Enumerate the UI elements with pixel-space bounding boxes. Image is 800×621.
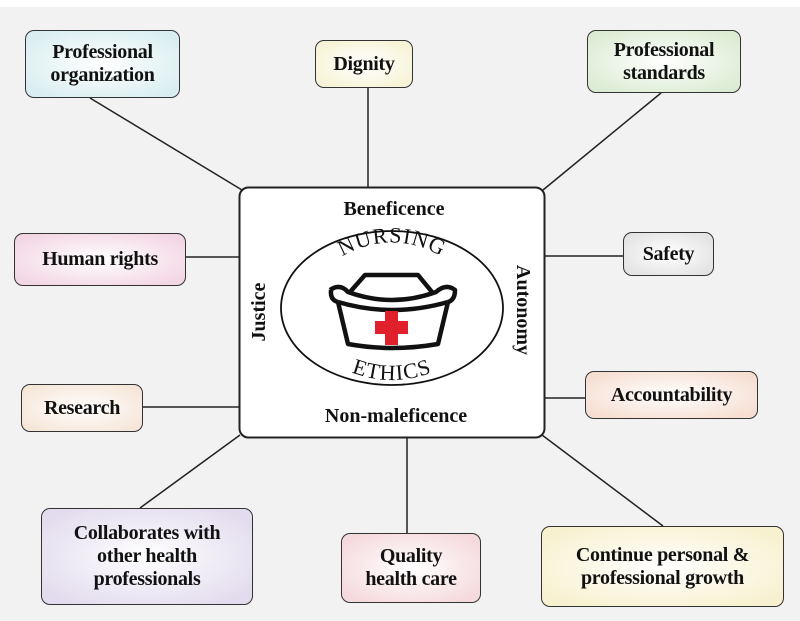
- principle-autonomy: Autonomy: [512, 265, 534, 355]
- principle-beneficence: Beneficence: [343, 198, 444, 220]
- node-label: Professional standards: [613, 38, 715, 84]
- node-collaborates: Collaborates with other health professio…: [41, 508, 253, 605]
- node-research: Research: [21, 384, 143, 432]
- node-label: Professional organization: [50, 41, 155, 86]
- node-label: Dignity: [333, 52, 395, 75]
- connector: [542, 92, 662, 191]
- connector: [541, 434, 664, 527]
- node-professional-standards: Professional standards: [587, 30, 741, 93]
- principle-justice: Justice: [248, 282, 270, 341]
- node-quality-health-care: Quality health care: [341, 533, 481, 603]
- connector: [89, 97, 243, 191]
- node-professional-organization: Professional organization: [25, 30, 180, 98]
- node-human-rights: Human rights: [14, 233, 186, 286]
- node-label: Accountability: [610, 383, 733, 406]
- node-label: Quality health care: [365, 545, 457, 590]
- node-label: Safety: [642, 242, 695, 265]
- nurse-cap-icon: [328, 272, 458, 351]
- node-dignity: Dignity: [315, 40, 413, 88]
- node-accountability: Accountability: [585, 371, 758, 419]
- node-safety: Safety: [623, 232, 714, 276]
- node-continue-growth: Continue personal & professional growth: [541, 526, 784, 607]
- node-label: Continue personal & professional growth: [575, 543, 750, 589]
- top-band: [0, 0, 800, 7]
- node-label: Research: [43, 396, 121, 419]
- connector: [139, 434, 241, 509]
- principle-non-maleficence: Non-maleficence: [325, 405, 467, 427]
- node-label: Collaborates with other health professio…: [73, 522, 221, 590]
- red-cross-icon: [375, 311, 408, 345]
- node-label: Human rights: [42, 248, 158, 270]
